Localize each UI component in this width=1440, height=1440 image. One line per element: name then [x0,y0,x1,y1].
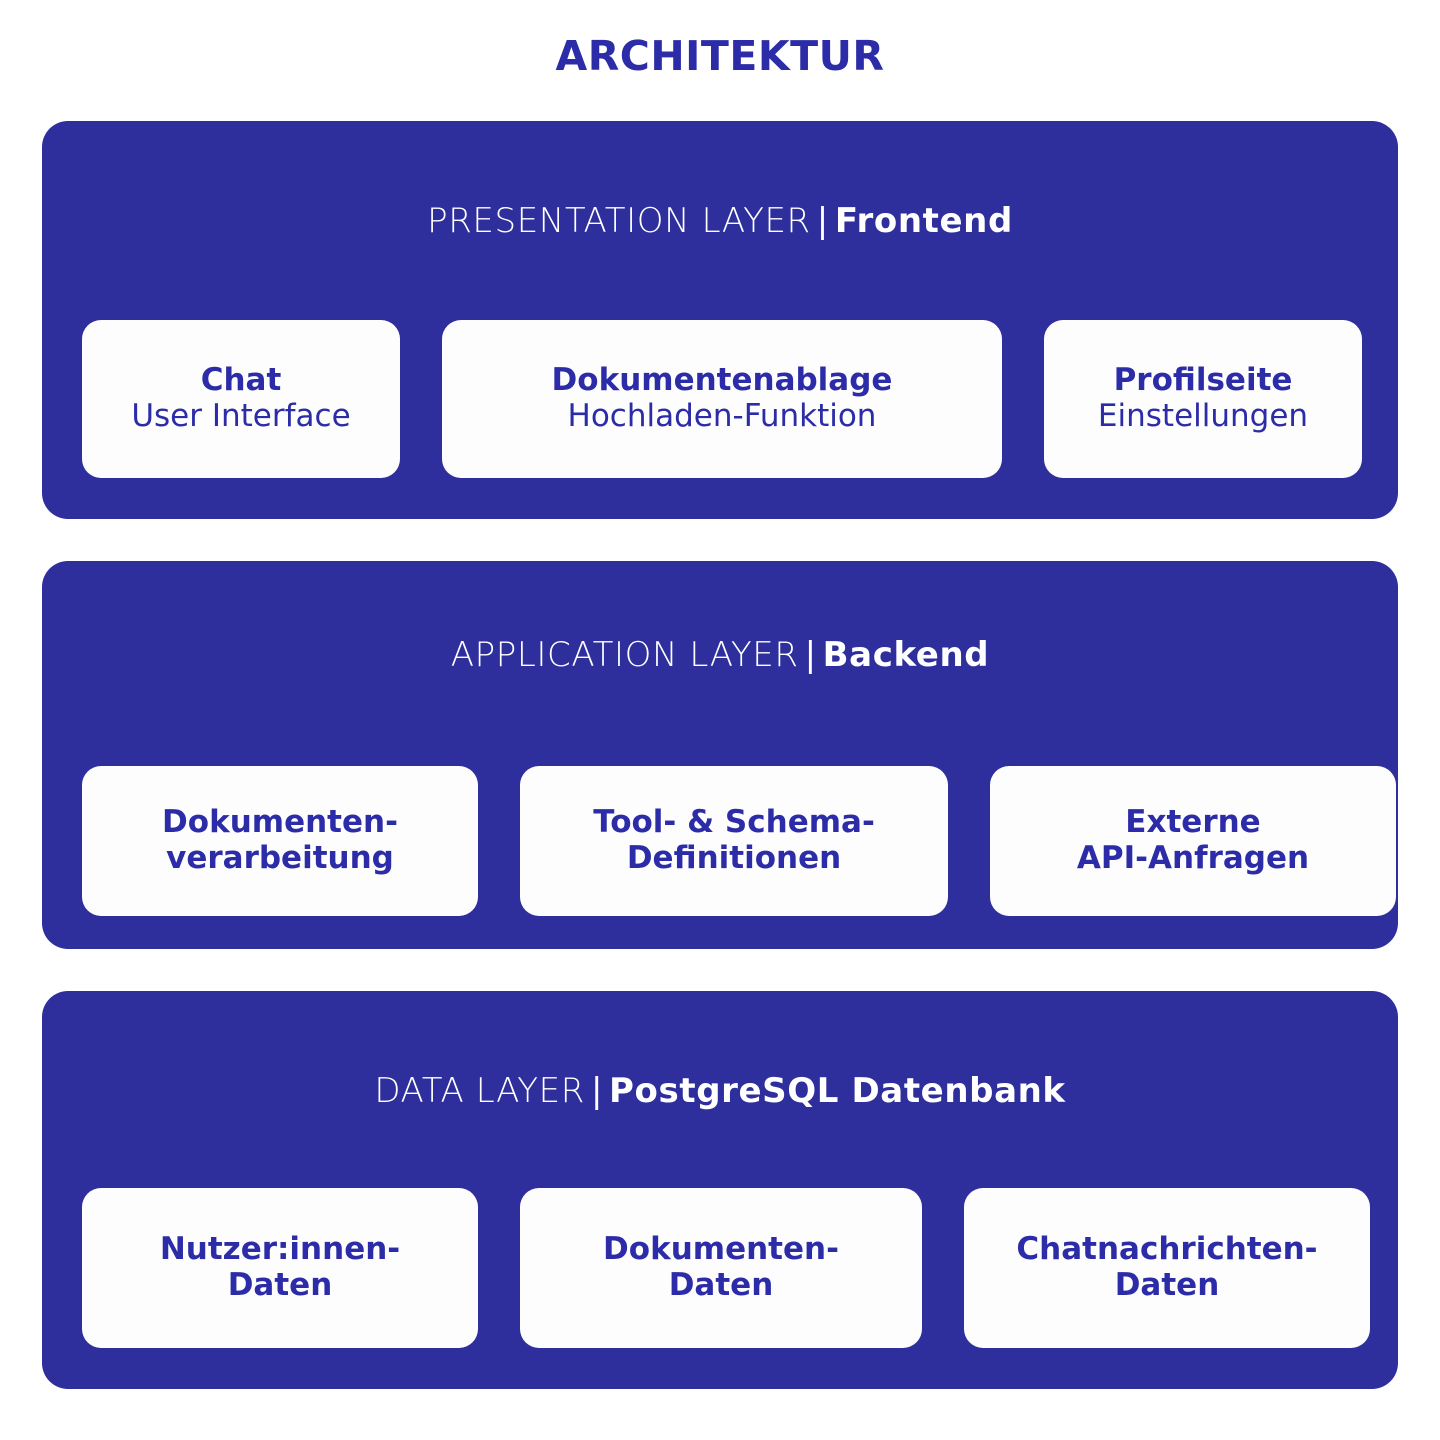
card-row-presentation: Chat User Interface Dokumentenablage Hoc… [82,320,1362,478]
card-subtitle: Definitionen [626,840,842,876]
layer-header-separator: | [804,635,817,675]
card-tool-schema-definitionen[interactable]: Tool- & Schema- Definitionen [520,766,948,916]
layer-header-main: APPLICATION LAYER [450,635,799,675]
card-subtitle: Daten [1114,1267,1220,1303]
layer-header-separator: | [816,201,829,241]
card-title: Tool- & Schema- [593,804,875,841]
card-title: Dokumentenablage [551,362,893,399]
layer-panel-presentation: PRESENTATION LAYER|Frontend Chat User In… [42,121,1398,519]
card-chat[interactable]: Chat User Interface [82,320,400,478]
page-title: ARCHITEKTUR [555,32,885,80]
layer-header-data: DATA LAYER|PostgreSQL Datenbank [374,1074,1065,1108]
card-title: Externe [1125,804,1261,841]
layer-header-separator: | [590,1071,604,1111]
card-subtitle: Daten [668,1267,774,1303]
layer-header-main: PRESENTATION LAYER [427,201,811,241]
card-title: Profilseite [1113,362,1293,399]
layer-header-main: DATA LAYER [374,1071,585,1111]
card-subtitle: Daten [227,1267,333,1303]
card-title: Chatnachrichten- [1016,1231,1318,1268]
layer-header-sub: Frontend [834,201,1013,241]
card-row-application: Dokumenten- verarbeitung Tool- & Schema-… [82,766,1396,916]
card-profilseite[interactable]: Profilseite Einstellungen [1044,320,1362,478]
layer-header-sub: PostgreSQL Datenbank [609,1071,1066,1111]
card-subtitle: API-Anfragen [1076,840,1310,876]
card-externe-api-anfragen[interactable]: Externe API-Anfragen [990,766,1396,916]
layer-panel-data: DATA LAYER|PostgreSQL Datenbank Nutzer:i… [42,991,1398,1389]
card-dokumentenverarbeitung[interactable]: Dokumenten- verarbeitung [82,766,478,916]
card-row-data: Nutzer:innen- Daten Dokumenten- Daten Ch… [82,1188,1370,1348]
card-dokumenten-daten[interactable]: Dokumenten- Daten [520,1188,922,1348]
layer-stack: PRESENTATION LAYER|Frontend Chat User In… [42,121,1398,1389]
layer-header-sub: Backend [822,635,990,675]
layer-header-presentation: PRESENTATION LAYER|Frontend [427,204,1013,238]
card-title: Dokumenten- [162,804,398,841]
card-subtitle: verarbeitung [166,840,394,876]
layer-panel-application: APPLICATION LAYER|Backend Dokumenten- ve… [42,561,1398,949]
card-subtitle: User Interface [131,398,351,434]
layer-header-application: APPLICATION LAYER|Backend [451,638,989,672]
card-title: Nutzer:innen- [159,1231,401,1268]
card-subtitle: Einstellungen [1097,398,1309,434]
card-subtitle: Hochladen-Funktion [567,398,877,434]
card-nutzerinnen-daten[interactable]: Nutzer:innen- Daten [82,1188,478,1348]
card-chatnachrichten-daten[interactable]: Chatnachrichten- Daten [964,1188,1370,1348]
card-title: Chat [200,362,282,399]
card-dokumentenablage[interactable]: Dokumentenablage Hochladen-Funktion [442,320,1002,478]
card-title: Dokumenten- [603,1231,839,1268]
